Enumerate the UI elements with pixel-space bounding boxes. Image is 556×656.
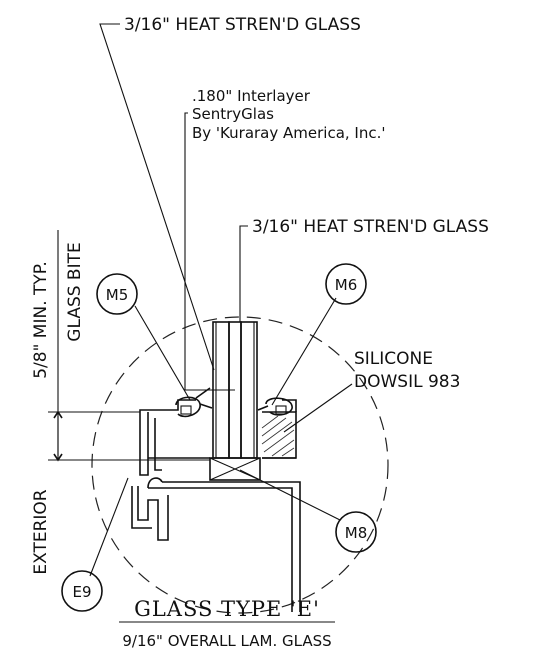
callout-m5: M5 (96, 273, 138, 315)
detail-subtitle: 9/16" OVERALL LAM. GLASS (122, 632, 331, 650)
glass-bite-label: GLASS BITE (65, 242, 85, 341)
silicone-hatch (261, 415, 295, 457)
glass-mid-label: 3/16" HEAT STREN'D GLASS (252, 217, 489, 237)
glass-bite-dimension (48, 230, 210, 462)
detail-circle (91, 316, 389, 614)
callout-m8-label: M8 (345, 524, 368, 542)
callout-e9-label: E9 (72, 583, 91, 601)
callout-m8: M8 (335, 511, 377, 553)
detail-title: GLASS TYPE 'E' (134, 597, 320, 621)
callout-m5-label: M5 (106, 286, 129, 304)
silicone-label-line2: DOWSIL 983 (354, 372, 460, 392)
frame-extrusion (131, 387, 301, 612)
leader-lines (89, 23, 353, 577)
callout-m6: M6 (325, 263, 367, 305)
interlayer-thickness-label: .180" Interlayer (192, 87, 311, 105)
callout-e9: E9 (61, 570, 103, 612)
silicone-label-line1: SILICONE (354, 349, 433, 369)
interlayer-product-label: SentryGlas (192, 105, 274, 123)
glass-bite-dimension-label: 5/8" MIN. TYP. (31, 261, 51, 379)
exterior-label: EXTERIOR (31, 489, 51, 574)
glass-top-label: 3/16" HEAT STREN'D GLASS (124, 15, 361, 35)
interlayer-maker-label: By 'Kuraray America, Inc.' (192, 124, 386, 142)
inner-glass-lite (240, 321, 258, 459)
callout-m6-label: M6 (335, 276, 358, 294)
